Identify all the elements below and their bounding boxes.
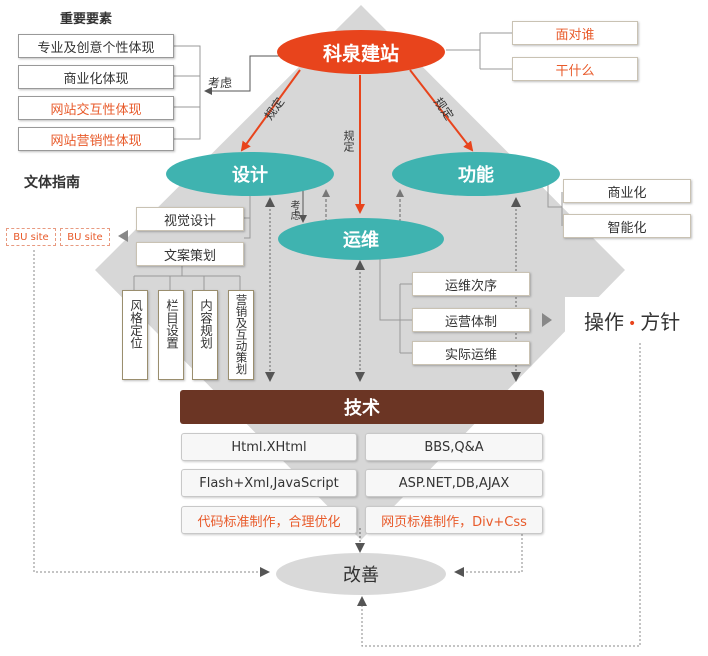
consider-label: 考虑 [208,76,233,90]
copy-subitem-marketing: 营销及互动策划 [228,290,254,380]
who-for-box: 面对谁 [512,21,638,45]
copy-subitem-marketing-label: 营销及互动策划 [234,294,249,375]
bu-site-2: BU site [60,228,110,246]
copy-subitem-content-label: 内容规划 [198,299,213,349]
copy-subitem-style-label: 风格定位 [128,299,143,349]
operation-policy-right: 方针 [640,310,681,334]
design-oval: 设计 [166,152,334,196]
tech-item-bbs: BBS,Q&A [365,433,543,461]
tech-item-code-standard: 代码标准制作，合理优化 [181,506,357,534]
ops-item-actual: 实际运维 [412,341,530,365]
tech-item-html: Html.XHtml [181,433,357,461]
tech-item-flash: Flash+Xml,JavaScript [181,469,357,497]
key-elements-heading: 重要要素 [60,12,113,27]
key-element-commercial: 商业化体现 [18,65,174,89]
copy-subitem-columns: 栏目设置 [158,290,184,380]
bu-site-1: BU site [6,228,56,246]
key-element-creative: 专业及创意个性体现 [18,34,174,58]
function-oval: 功能 [392,152,560,196]
key-element-marketing: 网站营销性体现 [18,127,174,151]
key-element-interaction: 网站交互性体现 [18,96,174,120]
copy-subitem-content: 内容规划 [192,290,218,380]
improve-oval: 改善 [276,553,446,595]
function-item-commercial: 商业化 [563,179,691,203]
tech-item-web-standard: 网页标准制作，Div+Css [365,506,543,534]
tech-header-label: 技术 [344,398,380,419]
design-item-copywriting: 文案策划 [136,242,244,266]
tech-item-aspnet: ASP.NET,DB,AJAX [365,469,543,497]
ops-item-system: 运营体制 [412,308,530,332]
tech-header: 技术 [180,390,544,424]
function-item-intelligent: 智能化 [563,214,691,238]
copy-guide-label: 文体指南 [24,175,80,191]
copy-subitem-style: 风格定位 [122,290,148,380]
what-do-box: 干什么 [512,57,638,81]
define-label-middle: 规定 [342,130,355,152]
operation-policy-left: 操作 [584,310,624,334]
consider-label-small: 考虑 [288,200,299,220]
operation-policy: 操作•方针 [584,306,680,335]
ops-oval: 运维 [278,218,444,260]
ops-item-order: 运维次序 [412,272,530,296]
design-item-visual: 视觉设计 [136,207,244,231]
copy-subitem-columns-label: 栏目设置 [164,299,179,349]
top-oval-kequan-site: 科泉建站 [277,30,445,74]
operation-policy-dot: • [628,315,637,332]
